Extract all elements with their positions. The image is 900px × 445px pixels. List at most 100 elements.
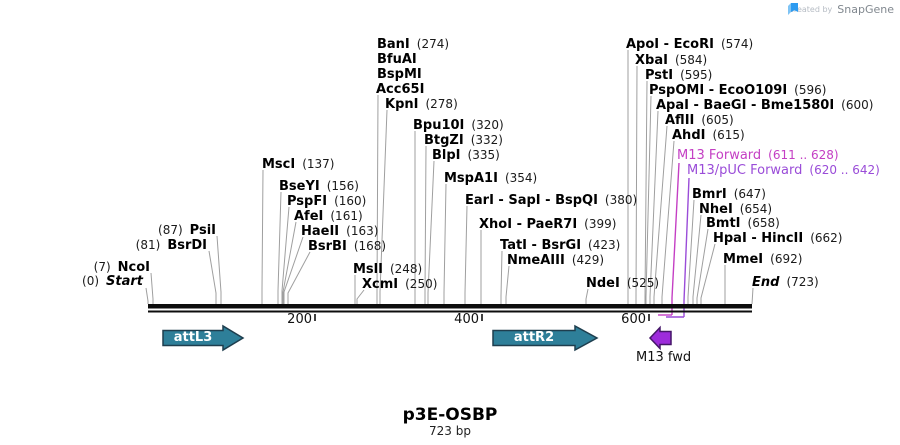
site-position: (647) bbox=[733, 187, 766, 201]
site-label-bfuai[interactable]: BfuAI bbox=[377, 51, 417, 67]
map-start-label: (0) Start bbox=[82, 273, 143, 289]
site-label-bsrdi[interactable]: (81) BsrDI bbox=[136, 237, 207, 253]
site-label-ahdi[interactable]: AhdI(615) bbox=[672, 127, 745, 143]
start-text: Start bbox=[106, 274, 143, 289]
enzyme-name: BmtI bbox=[706, 216, 741, 231]
watermark-created-by-text: Created by bbox=[788, 5, 833, 14]
site-label-btgzi[interactable]: BtgZI(332) bbox=[424, 132, 503, 148]
site-label-apoi-ecori[interactable]: ApoI - EcoRI(574) bbox=[626, 36, 753, 52]
enzyme-name: NdeI bbox=[586, 276, 620, 291]
site-position: (335) bbox=[467, 148, 500, 162]
map-length: 723 bp bbox=[429, 424, 471, 438]
site-label-apai-baegi-bme1580i[interactable]: ApaI - BaeGI - Bme1580I(600) bbox=[656, 97, 873, 113]
site-position: (81) bbox=[135, 238, 161, 252]
enzyme-name: NheI bbox=[699, 202, 733, 217]
site-position: (0) bbox=[82, 274, 100, 288]
site-position: (168) bbox=[353, 239, 387, 253]
map-title: p3E-OSBP bbox=[402, 405, 498, 425]
site-position: (654) bbox=[739, 202, 773, 216]
site-label-nhei[interactable]: NheI (654) bbox=[699, 201, 772, 217]
site-label-xcmi[interactable]: XcmI(250) bbox=[362, 276, 437, 292]
enzyme-name: BsrDI bbox=[167, 238, 207, 253]
snapgene-logo-icon bbox=[788, 3, 799, 15]
enzyme-name: BseYI bbox=[279, 179, 320, 194]
site-position: (160) bbox=[334, 194, 367, 208]
enzyme-name: PspOMI - EcoO109I bbox=[649, 83, 788, 98]
site-label-psti[interactable]: PstI(595) bbox=[645, 67, 712, 83]
enzyme-name: BfuAI bbox=[377, 52, 417, 67]
site-position: (429) bbox=[571, 253, 605, 267]
site-label-aflii[interactable]: AflII(605) bbox=[665, 112, 734, 128]
site-position: (584) bbox=[674, 53, 708, 67]
enzyme-name: ApaI - BaeGI - Bme1580I bbox=[656, 98, 835, 113]
end-text: End bbox=[752, 275, 780, 290]
m13-fwd-feature-arrow[interactable] bbox=[648, 325, 672, 351]
enzyme-name: Bpu10I bbox=[413, 118, 465, 133]
site-label-msli[interactable]: MslI (248) bbox=[353, 261, 422, 277]
primer-label-m13-forward[interactable]: M13 Forward(611 .. 628) bbox=[677, 147, 839, 163]
site-label-msci[interactable]: MscI(137) bbox=[262, 156, 335, 172]
site-label-tati-bsrgi[interactable]: TatI - BsrGI (423) bbox=[500, 237, 620, 253]
site-label-bspmi[interactable]: BspMI bbox=[377, 66, 422, 82]
primer-label-m13-puc-forward[interactable]: M13/pUC Forward(620 .. 642) bbox=[687, 162, 880, 178]
site-label-bpu10i[interactable]: Bpu10I (320) bbox=[413, 117, 504, 133]
site-position: (87) bbox=[158, 223, 183, 237]
site-label-bseyi[interactable]: BseYI(156) bbox=[279, 178, 359, 194]
enzyme-name: AflII bbox=[665, 113, 695, 128]
enzyme-name: MspA1I bbox=[444, 171, 498, 186]
site-position: (423) bbox=[588, 238, 621, 252]
site-label-xhoi-paer7i[interactable]: XhoI - PaeR7I(399) bbox=[479, 216, 616, 232]
enzyme-name: BlpI bbox=[432, 148, 461, 163]
snapgene-watermark: Created by SnapGene bbox=[788, 3, 894, 16]
site-position: (320) bbox=[471, 118, 504, 132]
attl3-feature-arrow[interactable] bbox=[162, 324, 245, 352]
site-position: (595) bbox=[680, 68, 713, 82]
site-position: (658) bbox=[747, 216, 780, 230]
site-label-bmti[interactable]: BmtI (658) bbox=[706, 215, 780, 231]
leader-lines bbox=[145, 50, 754, 305]
site-position: (137) bbox=[302, 157, 335, 171]
site-position: (615) bbox=[712, 128, 745, 142]
primer-range: (611 .. 628) bbox=[768, 148, 839, 162]
site-label-blpi[interactable]: BlpI (335) bbox=[432, 147, 500, 163]
watermark-brand-text: SnapGene bbox=[837, 3, 894, 16]
site-label-acc65i[interactable]: Acc65I bbox=[376, 81, 424, 97]
enzyme-name: MslI bbox=[353, 262, 383, 277]
site-position: (7) bbox=[93, 260, 111, 274]
site-label-bmri[interactable]: BmrI(647) bbox=[692, 186, 766, 202]
enzyme-name: NmeAIII bbox=[507, 253, 565, 268]
enzyme-name: BspMI bbox=[377, 67, 422, 82]
site-position: (692) bbox=[770, 252, 803, 266]
attr2-feature-arrow[interactable] bbox=[492, 324, 599, 352]
site-label-mspa1i[interactable]: MspA1I(354) bbox=[444, 170, 537, 186]
site-label-nmeaiii[interactable]: NmeAIII (429) bbox=[507, 252, 604, 268]
site-position: (278) bbox=[425, 97, 458, 111]
enzyme-name: Acc65I bbox=[376, 82, 425, 97]
site-label-bsrbi[interactable]: BsrBI (168) bbox=[308, 238, 386, 254]
site-position: (662) bbox=[810, 231, 843, 245]
site-label-kpni[interactable]: KpnI(278) bbox=[385, 96, 458, 112]
m13-forward-primer-line bbox=[658, 162, 680, 316]
site-label-mmei[interactable]: MmeI(692) bbox=[723, 251, 802, 267]
site-label-hpai-hincii[interactable]: HpaI - HincII(662) bbox=[713, 230, 843, 246]
primer-range: (620 .. 642) bbox=[809, 163, 880, 177]
site-label-ndei[interactable]: NdeI(525) bbox=[586, 275, 659, 291]
site-label-xbai[interactable]: XbaI(584) bbox=[635, 52, 707, 68]
site-label-afei[interactable]: AfeI(161) bbox=[294, 208, 363, 224]
site-position: (248) bbox=[389, 262, 423, 276]
ruler-tick-400: 400 bbox=[454, 312, 479, 327]
enzyme-name: PspFI bbox=[287, 194, 328, 209]
site-position: (723) bbox=[786, 275, 819, 289]
site-label-ncoi[interactable]: (7)NcoI bbox=[94, 259, 150, 275]
site-label-pspfi[interactable]: PspFI (160) bbox=[287, 193, 366, 209]
enzyme-name: BanI bbox=[377, 37, 410, 52]
enzyme-name: BsrBI bbox=[308, 239, 347, 254]
site-label-psii[interactable]: (87)PsiI bbox=[158, 222, 216, 238]
site-label-haeii[interactable]: HaeII(163) bbox=[301, 223, 378, 239]
site-label-eari-sapi-bspqi[interactable]: EarI - SapI - BspQI(380) bbox=[465, 192, 637, 208]
enzyme-name: ApoI - EcoRI bbox=[626, 37, 714, 52]
site-label-bani[interactable]: BanI(274) bbox=[377, 36, 449, 52]
enzyme-name: TatI - BsrGI bbox=[500, 238, 582, 253]
site-label-pspomi-ecoo109i[interactable]: PspOMI - EcoO109I(596) bbox=[649, 82, 826, 98]
